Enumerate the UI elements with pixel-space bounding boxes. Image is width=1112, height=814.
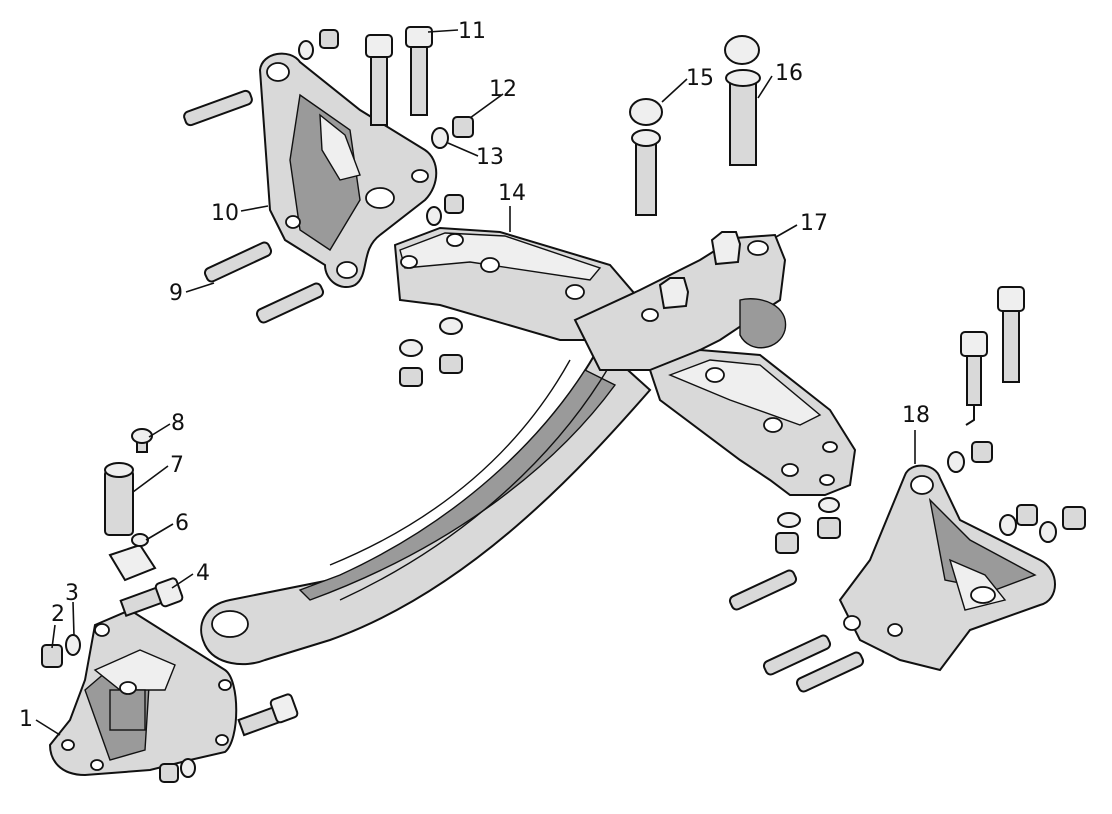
- callout-3: 3: [65, 581, 79, 606]
- nut-2: [41, 644, 63, 668]
- washer-3: [65, 634, 81, 656]
- callout-7: 7: [170, 453, 184, 478]
- washer: [999, 514, 1017, 536]
- nut: [399, 367, 423, 387]
- pin-7: [104, 462, 149, 547]
- bolt: [960, 331, 988, 426]
- bolt: [997, 286, 1025, 383]
- callout-11: 11: [458, 19, 486, 44]
- nut: [971, 441, 993, 463]
- nut: [319, 29, 339, 49]
- bracket-1: [48, 608, 238, 777]
- bracket-18: [838, 464, 1056, 672]
- washer: [947, 451, 965, 473]
- callout-13: 13: [476, 145, 504, 170]
- nut: [444, 194, 464, 214]
- washer: [426, 206, 442, 226]
- callout-17: 17: [800, 211, 828, 236]
- pin: [203, 241, 273, 283]
- nut: [1062, 506, 1086, 530]
- pin: [762, 634, 832, 676]
- washer: [1039, 521, 1057, 543]
- callout-1: 1: [19, 707, 33, 732]
- callout-15: 15: [686, 66, 714, 91]
- bolt-4: [119, 577, 184, 618]
- nut: [159, 763, 179, 783]
- nut: [452, 116, 474, 138]
- cap-8: [131, 428, 153, 453]
- bracket-10: [258, 52, 438, 288]
- callout-2: 2: [51, 602, 65, 627]
- bolt: [237, 693, 299, 737]
- callout-labels: 1 2 3 4 6 7 8 9 10 11 12 13 14 15 16 17 …: [19, 19, 930, 732]
- callout-6: 6: [175, 511, 189, 536]
- washer: [180, 758, 196, 778]
- washer: [818, 497, 840, 513]
- fasteners: [41, 26, 1086, 783]
- callout-4: 4: [196, 561, 210, 586]
- bolt: [365, 34, 393, 126]
- leader-lines: [35, 29, 916, 736]
- callout-10: 10: [211, 201, 239, 226]
- callout-14: 14: [498, 181, 526, 206]
- washer: [439, 317, 463, 335]
- callout-9: 9: [169, 281, 183, 306]
- bolt: [405, 26, 433, 116]
- washer: [777, 512, 801, 528]
- nut: [817, 517, 841, 539]
- washer: [431, 127, 449, 149]
- nut: [439, 354, 463, 374]
- washer: [298, 40, 314, 60]
- washer: [399, 339, 423, 357]
- callout-16: 16: [775, 61, 803, 86]
- callout-18: 18: [902, 403, 930, 428]
- pin-15: [629, 98, 663, 216]
- callout-12: 12: [489, 77, 517, 102]
- nut: [1016, 504, 1038, 526]
- pin: [183, 89, 253, 127]
- pin-16: [724, 35, 761, 166]
- pin: [728, 569, 798, 611]
- pin: [255, 282, 325, 324]
- main-frame: [200, 226, 857, 666]
- pin: [795, 651, 865, 693]
- nut: [775, 532, 799, 554]
- callout-8: 8: [171, 411, 185, 436]
- plate-6: [108, 543, 157, 582]
